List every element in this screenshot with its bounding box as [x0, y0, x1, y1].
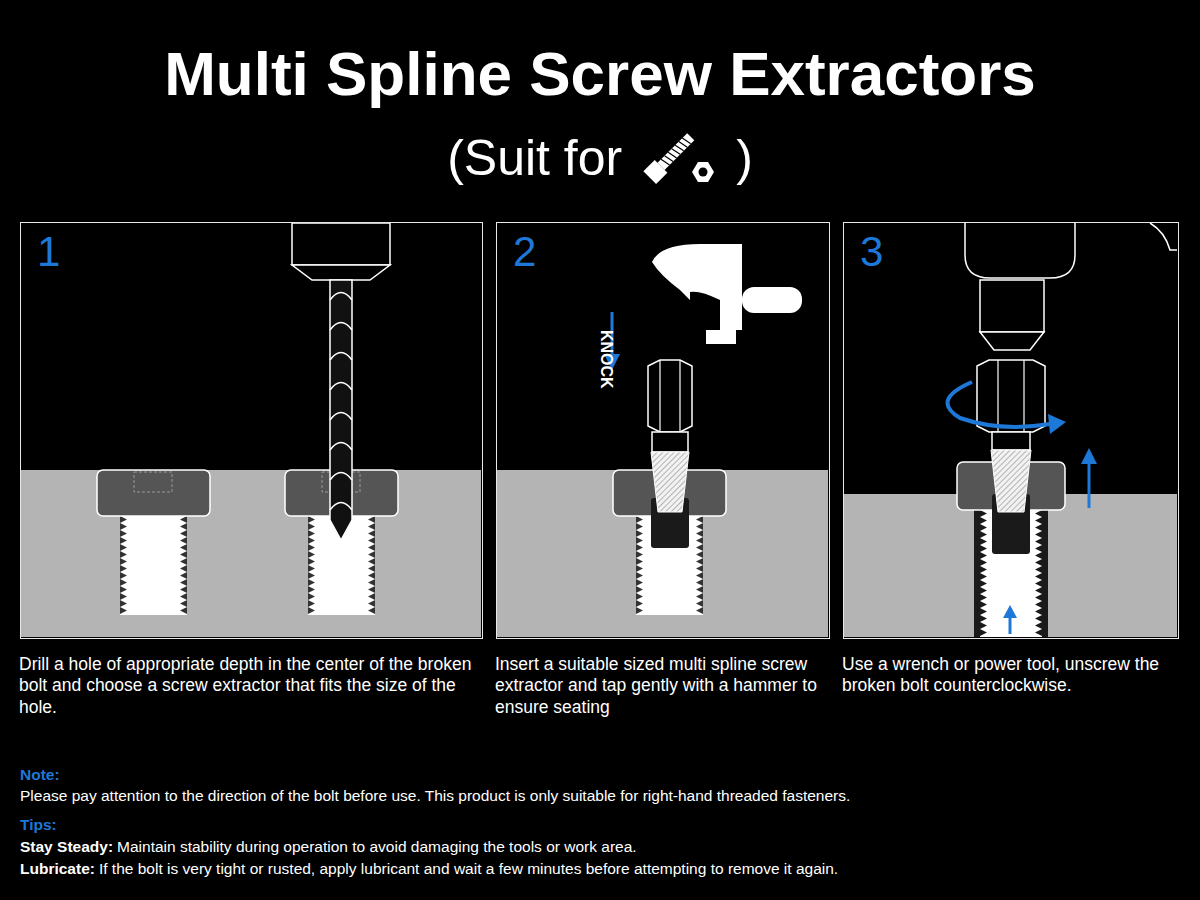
icon-part — [661, 158, 669, 166]
drawing-part — [120, 516, 187, 615]
step-number: 3 — [860, 229, 883, 275]
icon-part — [658, 133, 695, 170]
drawing-part — [1048, 414, 1066, 434]
drawing-part — [180, 516, 187, 615]
step-panel: 3Use a wrench or power tool, unscrew the… — [843, 222, 1179, 639]
drawing-part — [977, 360, 1045, 432]
drawing-part — [1009, 616, 1012, 634]
drawing-part — [1003, 605, 1017, 618]
icon-part — [644, 130, 698, 184]
drawing-part — [21, 470, 481, 637]
icon-part — [672, 147, 680, 155]
drawing-part — [980, 280, 1044, 332]
drawing-part — [651, 452, 689, 512]
tip-text: If the bolt is very tight or rusted, app… — [99, 860, 838, 879]
drawing-part — [1035, 510, 1042, 637]
subtitle-row: (Suit for ) — [0, 128, 1200, 188]
drawing-part — [97, 470, 210, 516]
drawing-part — [980, 332, 1044, 350]
step-panel: 2Insert a suitable sized multi spline sc… — [496, 222, 830, 639]
drawing-part — [965, 223, 1075, 278]
drawing-part — [742, 287, 802, 313]
icon-part — [665, 154, 673, 162]
drawing-part — [330, 293, 352, 301]
drawing-part — [844, 494, 1177, 637]
icon-part — [675, 144, 683, 152]
drawing-part — [330, 413, 352, 421]
bolt-nut-icon — [636, 128, 722, 188]
note-heading: Note: — [20, 766, 60, 785]
drawing-part — [648, 360, 692, 432]
note-text: Please pay attention to the direction of… — [20, 787, 850, 806]
icon-part — [692, 162, 714, 182]
subtitle-text: (Suit for — [447, 131, 622, 186]
drawing-part — [696, 516, 703, 615]
step-number: 2 — [513, 229, 536, 275]
drawing-part — [330, 503, 352, 511]
step-number: 1 — [37, 229, 60, 275]
drawing-part — [330, 353, 352, 361]
drawing-part — [120, 516, 127, 615]
tip-title: Stay Steady: — [20, 838, 113, 857]
drawing-part — [652, 244, 742, 330]
drawing-part — [980, 510, 987, 637]
drawing-part — [330, 323, 352, 331]
knock-label: KNOCK — [596, 330, 615, 389]
icon-part — [699, 168, 708, 177]
drawing-part — [997, 360, 998, 432]
drawing-part — [1023, 360, 1024, 432]
step-panel: 1Drill a hole of appropriate depth in th… — [20, 222, 483, 639]
drawing-part — [308, 516, 315, 615]
drawing-part — [330, 293, 352, 511]
drawing-part — [1081, 448, 1097, 464]
drawing-part — [134, 472, 172, 492]
subtitle-text: ) — [736, 131, 753, 186]
drawing-part — [679, 360, 680, 432]
drawing-part — [652, 432, 688, 452]
drawing-part — [330, 383, 352, 391]
tip-text: Maintain stability during operation to a… — [117, 838, 637, 857]
drawing-part — [659, 360, 660, 432]
drawing-part — [1150, 223, 1177, 250]
icon-part — [661, 137, 691, 167]
drawing-part — [292, 265, 390, 280]
icon-part — [682, 137, 690, 145]
icon-part — [679, 140, 687, 148]
icon-part — [668, 151, 676, 159]
step-caption: Drill a hole of appropriate depth in the… — [19, 654, 486, 718]
drawing-part — [330, 473, 352, 481]
title: Multi Spline Screw Extractors — [0, 40, 1200, 108]
tip-title: Lubricate: — [20, 860, 95, 879]
drawing-part — [706, 330, 736, 344]
drawing-part — [330, 280, 352, 540]
drawing-part — [1088, 462, 1091, 508]
step-caption: Insert a suitable sized multi spline scr… — [495, 654, 833, 718]
drawing-part — [368, 516, 375, 615]
drawing-part — [992, 432, 1030, 450]
drawing-part — [292, 223, 390, 265]
drawing-part — [991, 450, 1031, 512]
drawing-part — [948, 382, 1051, 427]
drawing-part — [636, 516, 643, 615]
step-caption: Use a wrench or power tool, unscrew the … — [842, 654, 1182, 697]
drawing-part — [330, 443, 352, 451]
drawing-part — [120, 510, 1048, 637]
tips-heading: Tips: — [20, 816, 57, 835]
